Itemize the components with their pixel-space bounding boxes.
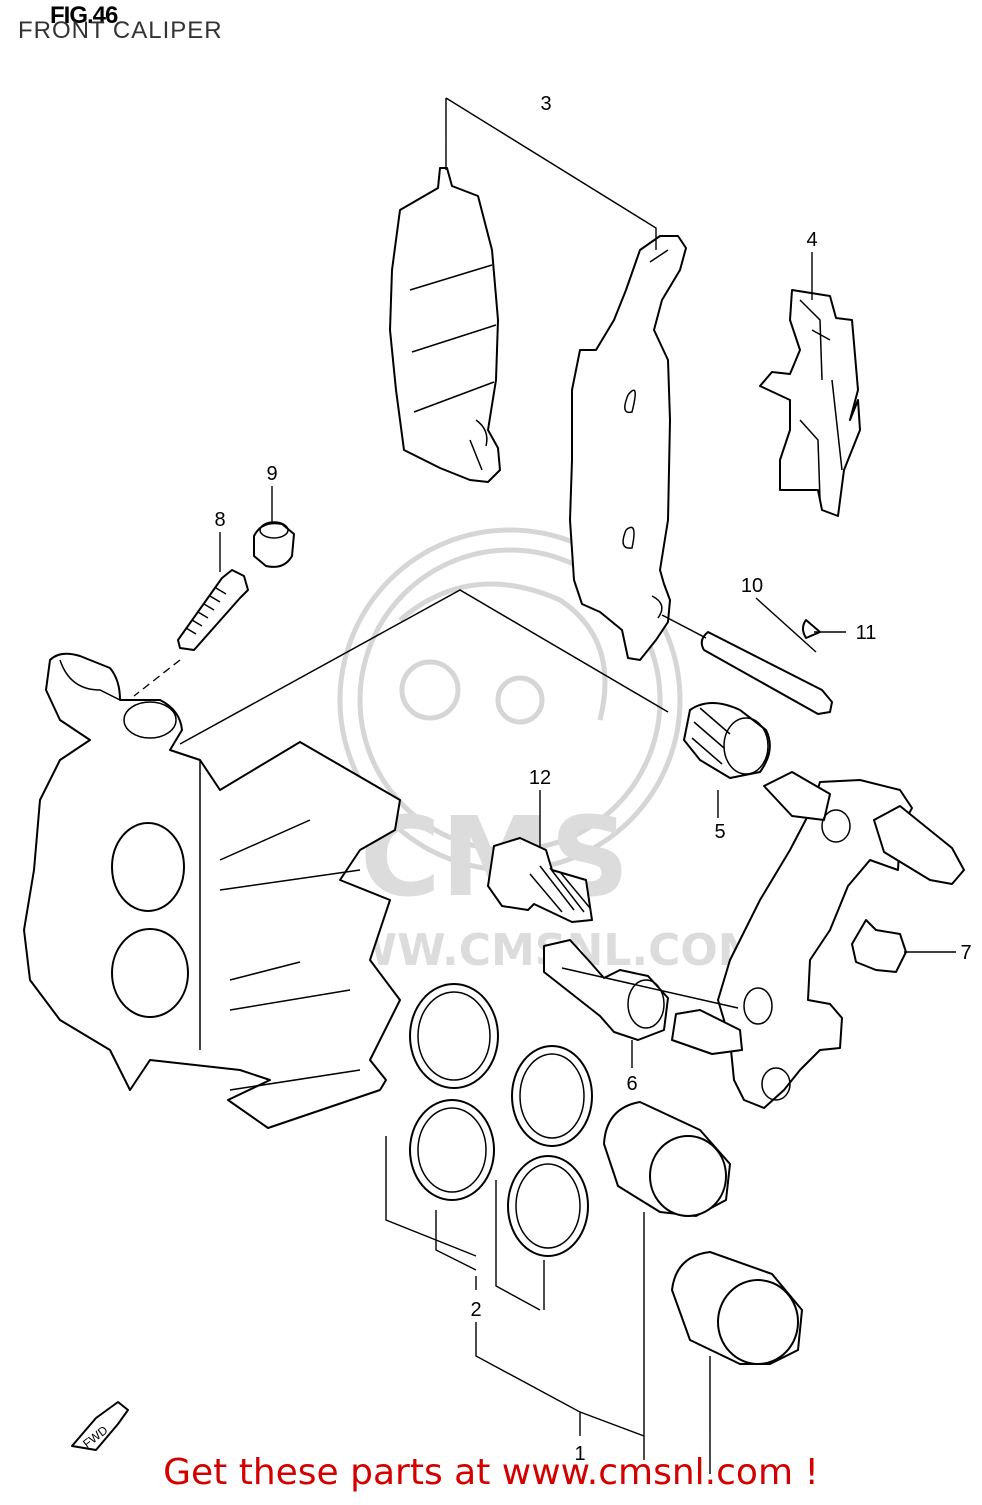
callout-labels: 3 4 9 8 10 11 12 5 7 6 2 1 bbox=[214, 93, 971, 1465]
callout-leaders bbox=[219, 97, 956, 1474]
promo-link[interactable]: Get these parts at www.cmsnl.com ! bbox=[163, 1452, 819, 1493]
brake-pad-left bbox=[389, 167, 501, 483]
caliper-body bbox=[23, 652, 401, 1129]
callout-7: 7 bbox=[960, 942, 971, 964]
bleeder-screw bbox=[177, 569, 249, 651]
callout-12: 12 bbox=[529, 767, 551, 789]
assembly-line-lower bbox=[561, 967, 739, 1009]
pad-pin bbox=[700, 631, 833, 715]
pad-retainer bbox=[851, 919, 907, 973]
pin-guide-line bbox=[661, 614, 707, 639]
pad-spring bbox=[759, 289, 861, 517]
pin-boot bbox=[543, 939, 669, 1041]
callout-3: 3 bbox=[540, 93, 551, 115]
callout-8: 8 bbox=[214, 509, 225, 531]
pistons bbox=[603, 1101, 803, 1365]
figure-number: FIG.46 bbox=[50, 2, 118, 29]
piston-seals bbox=[409, 983, 593, 1257]
pad-pin-clip bbox=[802, 619, 821, 639]
callout-5: 5 bbox=[714, 821, 725, 843]
callout-11: 11 bbox=[856, 622, 877, 644]
bleeder-guide-line bbox=[133, 659, 181, 697]
callout-1: 1 bbox=[574, 1443, 585, 1465]
brake-pad-right bbox=[569, 235, 687, 661]
assembly-line-upper bbox=[179, 589, 669, 745]
callout-9: 9 bbox=[266, 463, 277, 485]
callout-2: 2 bbox=[470, 1299, 481, 1321]
caliper-bolt bbox=[487, 837, 593, 923]
callout-4: 4 bbox=[806, 229, 817, 251]
fwd-arrow-icon: FWD bbox=[71, 1401, 129, 1451]
slide-boot bbox=[683, 702, 771, 779]
bleeder-cap bbox=[253, 521, 295, 568]
figure-title: FRONT CALIPER bbox=[18, 17, 223, 44]
callout-10: 10 bbox=[741, 575, 763, 597]
callout-6: 6 bbox=[626, 1073, 637, 1095]
caliper-bracket bbox=[671, 771, 965, 1109]
